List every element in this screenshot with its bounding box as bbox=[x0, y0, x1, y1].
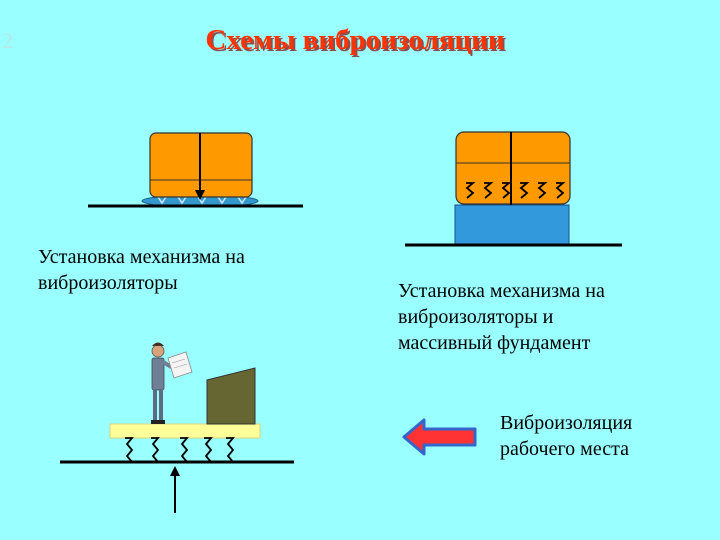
scheme-workplace-isolation bbox=[60, 342, 294, 513]
force-arrow-head bbox=[195, 190, 205, 200]
isolator-marks bbox=[157, 196, 247, 205]
control-panel bbox=[206, 367, 256, 425]
caption-workplace-isolation: Виброизоляция рабочего места bbox=[500, 412, 633, 460]
caption-isolators-and-foundation: Установка механизма на виброизоляторы и … bbox=[398, 280, 605, 354]
businessman-reading-paper-icon bbox=[151, 342, 193, 424]
left-arrow-icon bbox=[402, 418, 477, 456]
scheme-machine-on-isolators bbox=[88, 132, 303, 208]
workplace-spring-isolators bbox=[125, 437, 235, 463]
scheme-isolators-and-foundation bbox=[405, 131, 622, 247]
slide-title: Схемы виброизоляции bbox=[205, 24, 505, 56]
massive-foundation bbox=[454, 204, 570, 245]
slide-number: 2 bbox=[2, 28, 13, 53]
spring-isolators bbox=[465, 182, 566, 199]
caption-mechanism-on-isolators: Установка механизма на виброизоляторы bbox=[38, 246, 245, 294]
vibration-arrow-head bbox=[170, 466, 180, 476]
workplace-platform bbox=[109, 423, 261, 439]
